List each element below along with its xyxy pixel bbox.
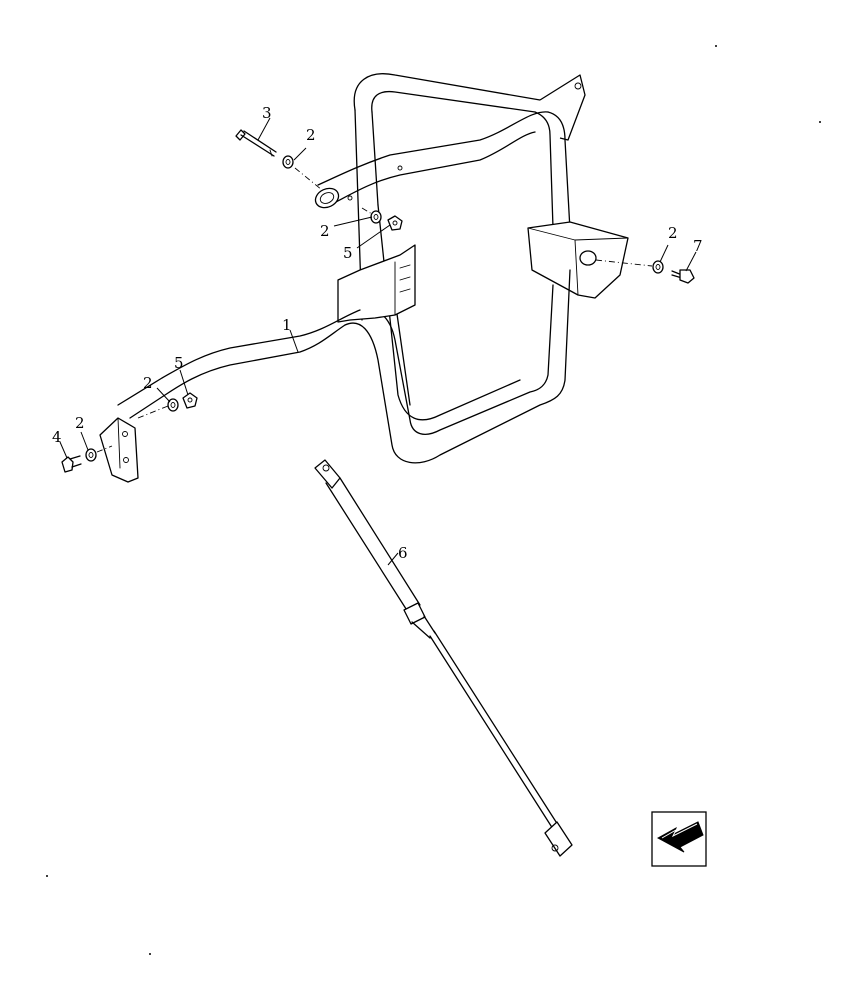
callout-5-mid: 5 <box>343 244 353 262</box>
callout-2-right: 2 <box>668 224 678 242</box>
specks <box>46 45 821 955</box>
callout-5-left: 5 <box>174 354 184 372</box>
bolt-7 <box>671 269 695 284</box>
bolt-3 <box>235 129 277 157</box>
callout-2-top: 2 <box>306 126 316 144</box>
bolt-4 <box>61 455 82 473</box>
leader-lines <box>59 117 697 566</box>
callouts: 3 2 2 5 2 7 1 2 5 2 4 6 <box>52 104 703 562</box>
gas-strut-6 <box>314 459 573 857</box>
washer-2-mid <box>370 210 382 224</box>
nut-5-mid <box>387 215 403 231</box>
frame-assembly <box>99 73 629 483</box>
callout-2-left-mid: 2 <box>143 374 153 392</box>
callout-4: 4 <box>52 428 62 446</box>
back-arrow-icon[interactable] <box>651 811 707 867</box>
nut-5-left <box>182 392 198 409</box>
callout-1: 1 <box>282 316 292 334</box>
callout-3: 3 <box>262 104 272 122</box>
hardware <box>61 129 695 473</box>
washer-2-right <box>652 260 664 274</box>
callout-2-bottom-left: 2 <box>75 414 85 432</box>
callout-6: 6 <box>398 544 408 562</box>
callout-2-mid: 2 <box>320 222 330 240</box>
washer-2-top <box>282 155 294 169</box>
callout-7: 7 <box>693 237 703 255</box>
washer-2-bottom-left <box>85 448 97 462</box>
washer-2-left-mid <box>167 398 179 412</box>
